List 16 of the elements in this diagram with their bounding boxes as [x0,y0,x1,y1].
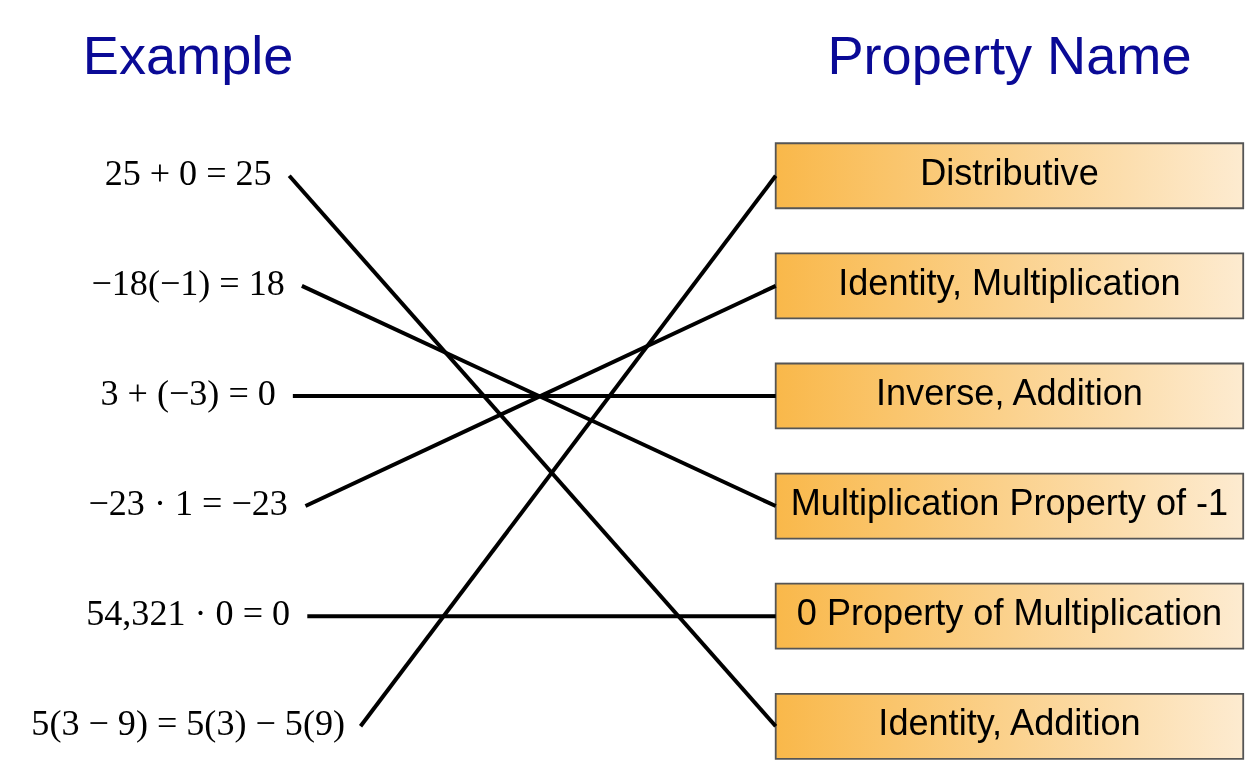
node-text: −18(−1) = 18 [91,262,285,303]
node-box: Multiplication Property of -1 [774,472,1245,540]
node-text: 3 + (−3) = 0 [100,372,276,413]
label: Property Name [827,24,1192,85]
connector [292,393,776,398]
node-box: 0 Property of Multiplication [774,582,1245,650]
connector [307,614,776,619]
node-text: 25 + 0 = 25 [104,152,272,193]
node-text: 5(3 − 9) = 5(3) − 5(9) [31,703,345,744]
node-box: Identity, Addition [774,692,1245,760]
label: Example [82,24,294,85]
node-box: Inverse, Addition [774,362,1245,430]
node-text: −23 · 1 = −23 [88,483,288,524]
node-box: Distributive [774,142,1245,210]
node-box: Identity, Multiplication [774,252,1245,320]
node-text: 54,321 · 0 = 0 [86,593,291,634]
